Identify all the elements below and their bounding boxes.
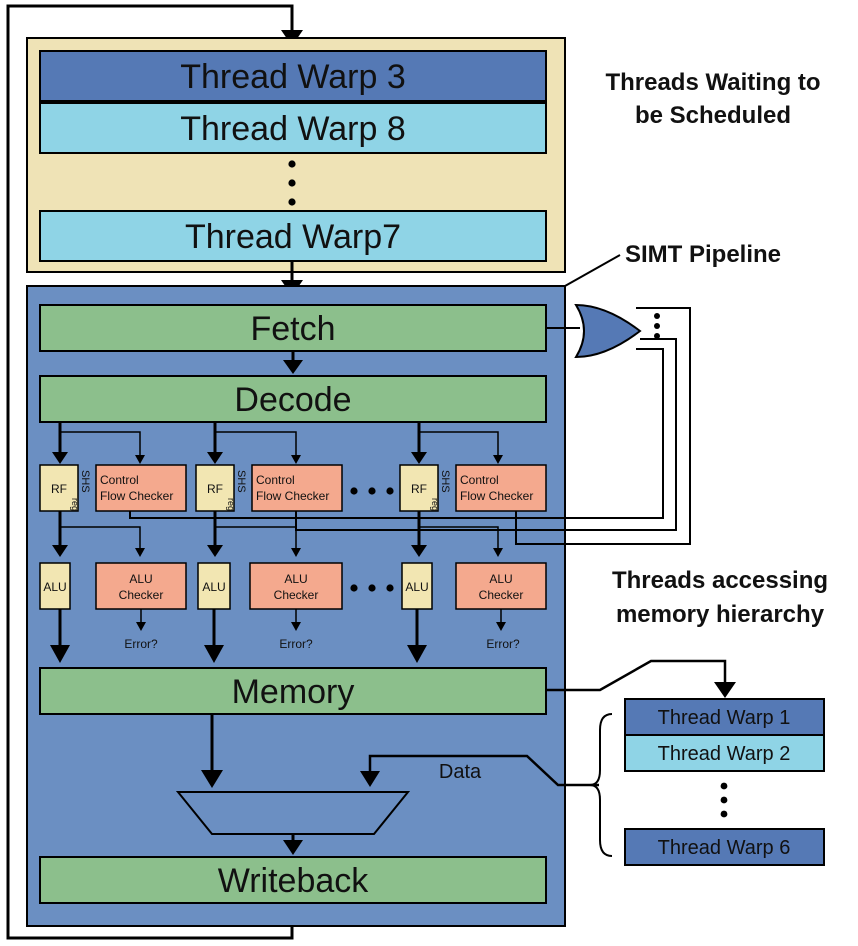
or-gate	[574, 303, 642, 359]
pipeline-label-leader	[564, 254, 621, 287]
lane-2-cfc-l2: Flow Checker	[256, 489, 329, 503]
lane-2-rf: RF	[207, 482, 223, 496]
writeback-stage: Writeback	[39, 856, 547, 904]
lane-3-rf: RF	[411, 482, 427, 496]
writeback-label: Writeback	[218, 862, 370, 900]
lane-3-cfc-l2: Flow Checker	[460, 489, 533, 503]
accessing-label-line1: Threads accessing	[612, 567, 828, 594]
lane-2-cfc-l1: Control	[256, 473, 295, 487]
memory-warp-1-label: Thread Warp 1	[658, 707, 791, 729]
fetch-label: Fetch	[250, 310, 335, 348]
lane-1-alu: ALU	[43, 580, 66, 594]
lane-3-shs: SHS	[439, 470, 451, 493]
lane-2-shs-sub: reg	[226, 498, 236, 511]
memory-warp-2-label: Thread Warp 2	[658, 743, 791, 765]
lane-1-cfc-l2: Flow Checker	[100, 489, 173, 503]
lane-3-alu: ALU	[405, 580, 428, 594]
lane-1-cfc-l1: Control	[100, 473, 139, 487]
queue-warp-8-label: Thread Warp 8	[180, 110, 406, 148]
lane-3-aluc-l2: Checker	[479, 588, 524, 602]
lane-2-aluc-l2: Checker	[274, 588, 319, 602]
memory-warp-1: Thread Warp 1	[624, 698, 825, 736]
cfc-feedback-wires	[129, 307, 691, 545]
queue-warp-7-label: Thread Warp7	[185, 218, 401, 256]
memory-stage: Memory	[39, 667, 547, 715]
lane-ellipsis-top	[350, 487, 394, 495]
lane-3: RF SHS reg Control Flow Checker ALU ALU …	[399, 422, 547, 663]
memory-warp-6-label: Thread Warp 6	[658, 837, 791, 859]
feedback-loop-line	[6, 4, 294, 940]
lane-2-error: Error?	[279, 637, 313, 651]
lane-1-shs: SHS	[79, 470, 91, 493]
lane-1-aluc-l2: Checker	[119, 588, 164, 602]
memory-label: Memory	[232, 673, 355, 711]
data-label: Data	[439, 761, 482, 783]
queue-warp-8: Thread Warp 8	[39, 102, 547, 154]
lane-3-aluc-l1: ALU	[489, 572, 512, 586]
fetch-stage: Fetch	[39, 304, 547, 352]
memory-warp-6: Thread Warp 6	[624, 828, 825, 866]
memory-warp-ellipsis	[720, 782, 728, 818]
writeback-mux	[175, 791, 411, 835]
queue-warp-7: Thread Warp7	[39, 210, 547, 262]
lane-3-error: Error?	[486, 637, 520, 651]
lane-3-cfc-l1: Control	[460, 473, 499, 487]
pipeline-label: SIMT Pipeline	[625, 241, 781, 268]
waiting-label-line2: be Scheduled	[635, 102, 791, 129]
lane-1-error: Error?	[124, 637, 158, 651]
data-return-line	[368, 754, 599, 787]
queue-warp-3: Thread Warp 3	[39, 50, 547, 102]
or-gate-input-dots	[654, 313, 660, 339]
decode-stage: Decode	[39, 375, 547, 423]
accessing-label-line2: memory hierarchy	[616, 601, 825, 628]
lane-3-shs-sub: reg	[430, 498, 440, 511]
memory-warp-2: Thread Warp 2	[624, 734, 825, 772]
lane-2-shs: SHS	[235, 470, 247, 493]
lane-2-alu: ALU	[202, 580, 225, 594]
lane-2-aluc-l1: ALU	[284, 572, 307, 586]
lane-2: RF SHS reg Control Flow Checker ALU ALU …	[195, 422, 343, 663]
lane-1: RF SHS reg Control Flow Checker ALU ALU …	[39, 422, 187, 663]
memory-to-warps-line	[546, 659, 727, 692]
lane-1-aluc-l1: ALU	[129, 572, 152, 586]
lane-1-shs-sub: reg	[70, 498, 80, 511]
queue-warp-3-label: Thread Warp 3	[180, 58, 406, 96]
lane-1-rf: RF	[51, 482, 67, 496]
decode-label: Decode	[234, 381, 351, 419]
memory-warps-brace	[589, 713, 613, 857]
lane-ellipsis-bottom	[350, 584, 394, 592]
waiting-label-line1: Threads Waiting to	[605, 69, 820, 96]
queue-ellipsis	[288, 160, 296, 206]
